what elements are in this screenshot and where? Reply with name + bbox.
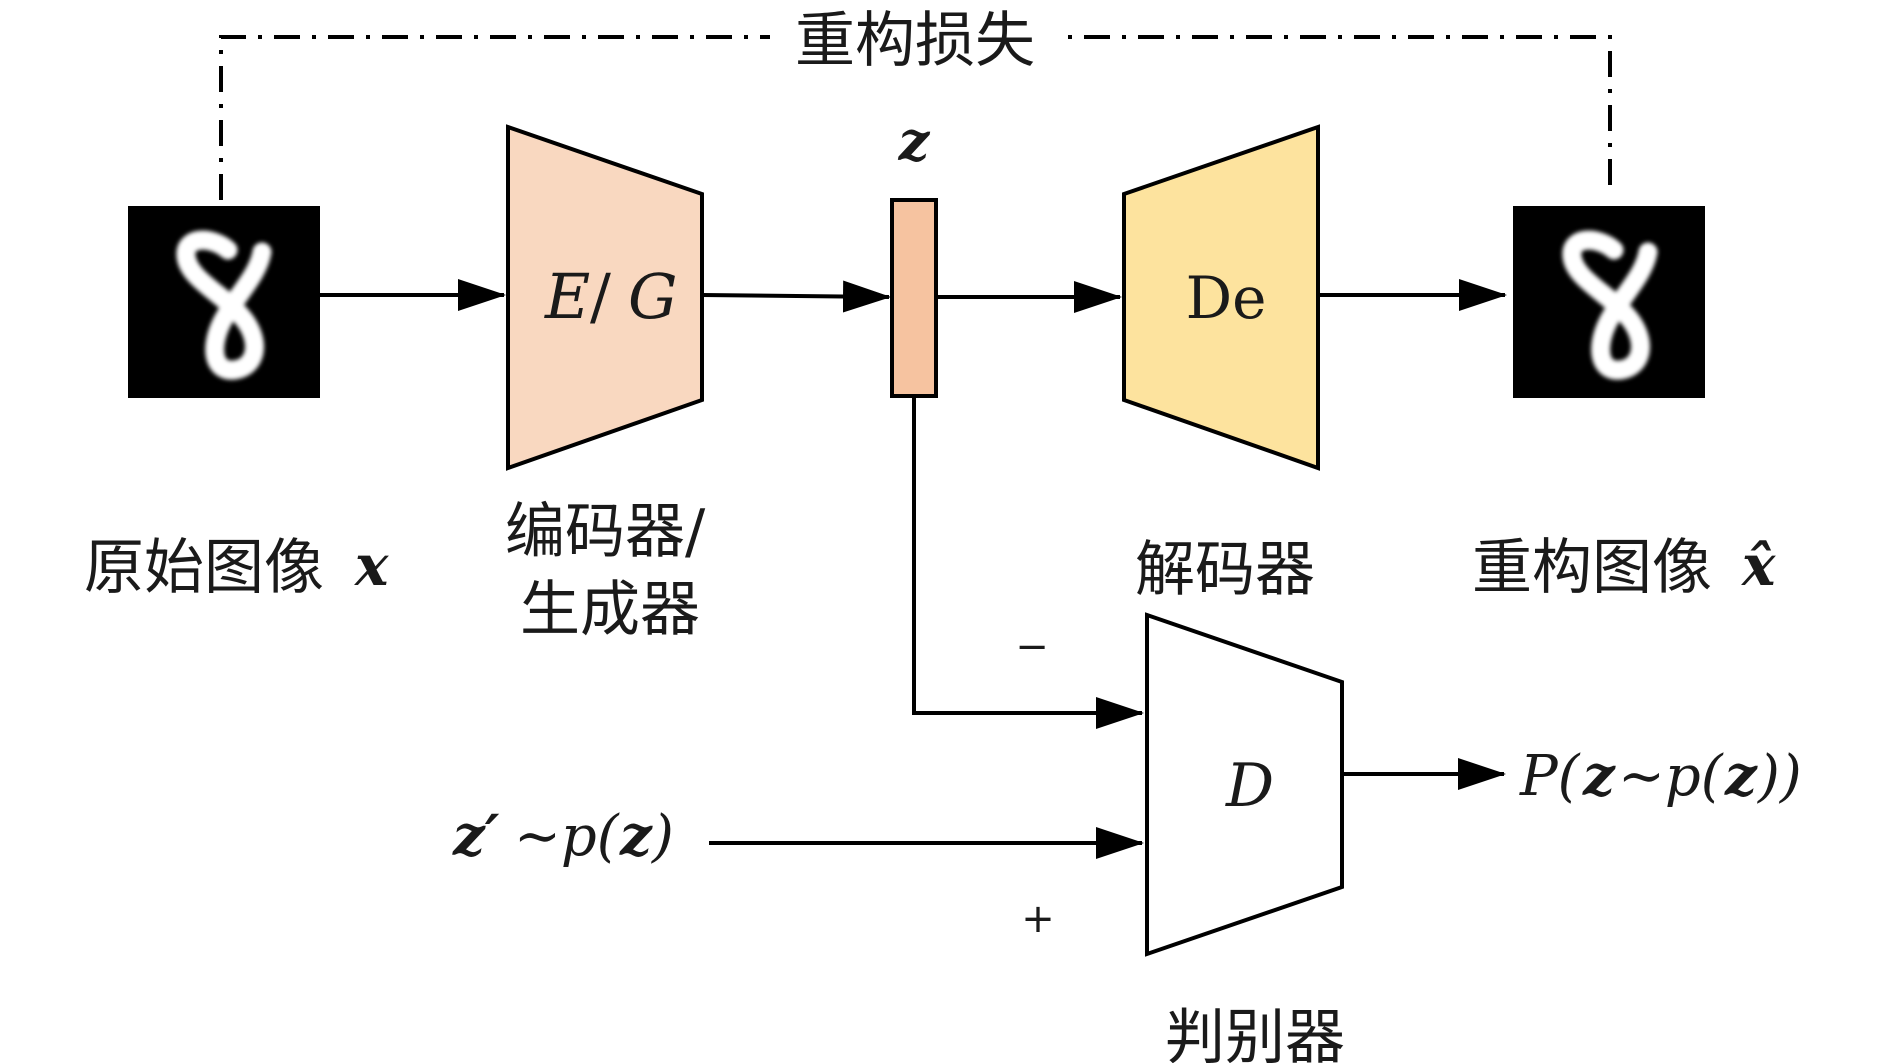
svg-text:G: G bbox=[628, 260, 678, 333]
discriminator-block bbox=[1145, 612, 1344, 957]
discriminator-label: 判别器 bbox=[1165, 1003, 1345, 1063]
svg-text:E: E bbox=[544, 260, 590, 333]
svg-text:重构图像: 重构图像 bbox=[1472, 533, 1712, 603]
encoder-label-line2: 生成器 bbox=[520, 575, 700, 645]
input-image-label: 原始图像 x bbox=[84, 533, 389, 603]
reconstruction-loss-connector bbox=[219, 35, 1612, 200]
svg-text:∼p(: ∼p( bbox=[514, 804, 620, 869]
encoder-label-line1: 编码器/ bbox=[505, 497, 706, 567]
plus-sign: + bbox=[1021, 896, 1055, 942]
svg-text:z′: z′ bbox=[452, 803, 500, 869]
discriminator-output-label: P( z ∼p( z )) bbox=[1519, 743, 1802, 809]
reconstruction-loss-label-bg bbox=[770, 12, 1060, 72]
encoder-generator-block bbox=[506, 124, 704, 471]
svg-text:)): )) bbox=[1757, 744, 1802, 809]
decoder-symbol: De bbox=[1186, 264, 1267, 332]
arrow-latent-to-discriminator bbox=[912, 396, 1144, 729]
input-image bbox=[128, 206, 320, 398]
svg-text:P(: P( bbox=[1519, 744, 1581, 809]
minus-sign: − bbox=[1015, 624, 1049, 670]
encoder-generator-symbol: E / G bbox=[544, 260, 678, 333]
svg-text:原始图像: 原始图像 bbox=[84, 533, 324, 603]
svg-text:x̂: x̂ bbox=[1741, 533, 1776, 599]
svg-text:): ) bbox=[651, 804, 674, 869]
decoder-label: 解码器 bbox=[1135, 535, 1315, 605]
latent-label: z bbox=[898, 109, 931, 173]
svg-text:z: z bbox=[619, 803, 653, 869]
reconstructed-image-label: 重构图像 x̂ bbox=[1472, 533, 1776, 603]
svg-text:/: / bbox=[590, 260, 611, 333]
decoder-block bbox=[1122, 124, 1320, 471]
svg-text:z: z bbox=[1724, 743, 1758, 809]
discriminator-symbol: D bbox=[1225, 751, 1274, 821]
svg-text:∼p(: ∼p( bbox=[1618, 744, 1724, 809]
arrow-encoder-to-latent bbox=[701, 280, 891, 313]
svg-text:x: x bbox=[354, 533, 389, 599]
svg-text:z: z bbox=[1582, 743, 1616, 809]
reconstruction-loss-label: 重构损失 bbox=[795, 6, 1035, 76]
prior-sample-label: z′ ∼p( z ) bbox=[452, 803, 674, 869]
latent-vector-z bbox=[890, 198, 938, 398]
reconstructed-image bbox=[1513, 206, 1705, 398]
